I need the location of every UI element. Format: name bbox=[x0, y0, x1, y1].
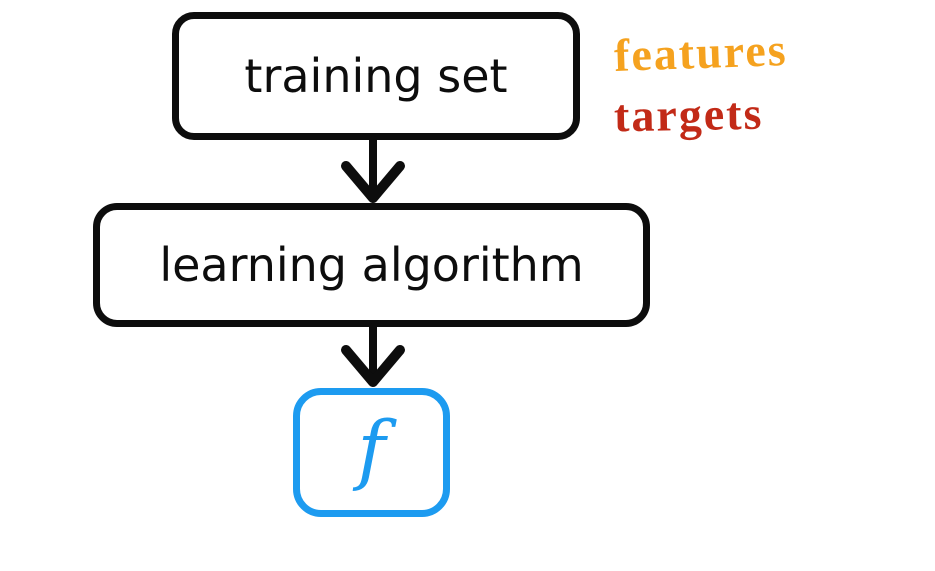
arrow-head bbox=[341, 345, 405, 387]
node-training-set: training set bbox=[172, 12, 580, 140]
arrow-head bbox=[341, 161, 405, 203]
node-learning-algorithm-label: learning algorithm bbox=[159, 238, 584, 292]
arrow-down-icon bbox=[341, 136, 405, 203]
annotation-targets: targets bbox=[613, 87, 764, 142]
node-function-label: f bbox=[357, 403, 386, 493]
arrow-down-icon bbox=[341, 323, 405, 387]
annotation-features: features bbox=[613, 23, 789, 82]
node-learning-algorithm: learning algorithm bbox=[93, 203, 650, 327]
node-function: f bbox=[293, 388, 450, 517]
node-training-set-label: training set bbox=[244, 49, 508, 103]
